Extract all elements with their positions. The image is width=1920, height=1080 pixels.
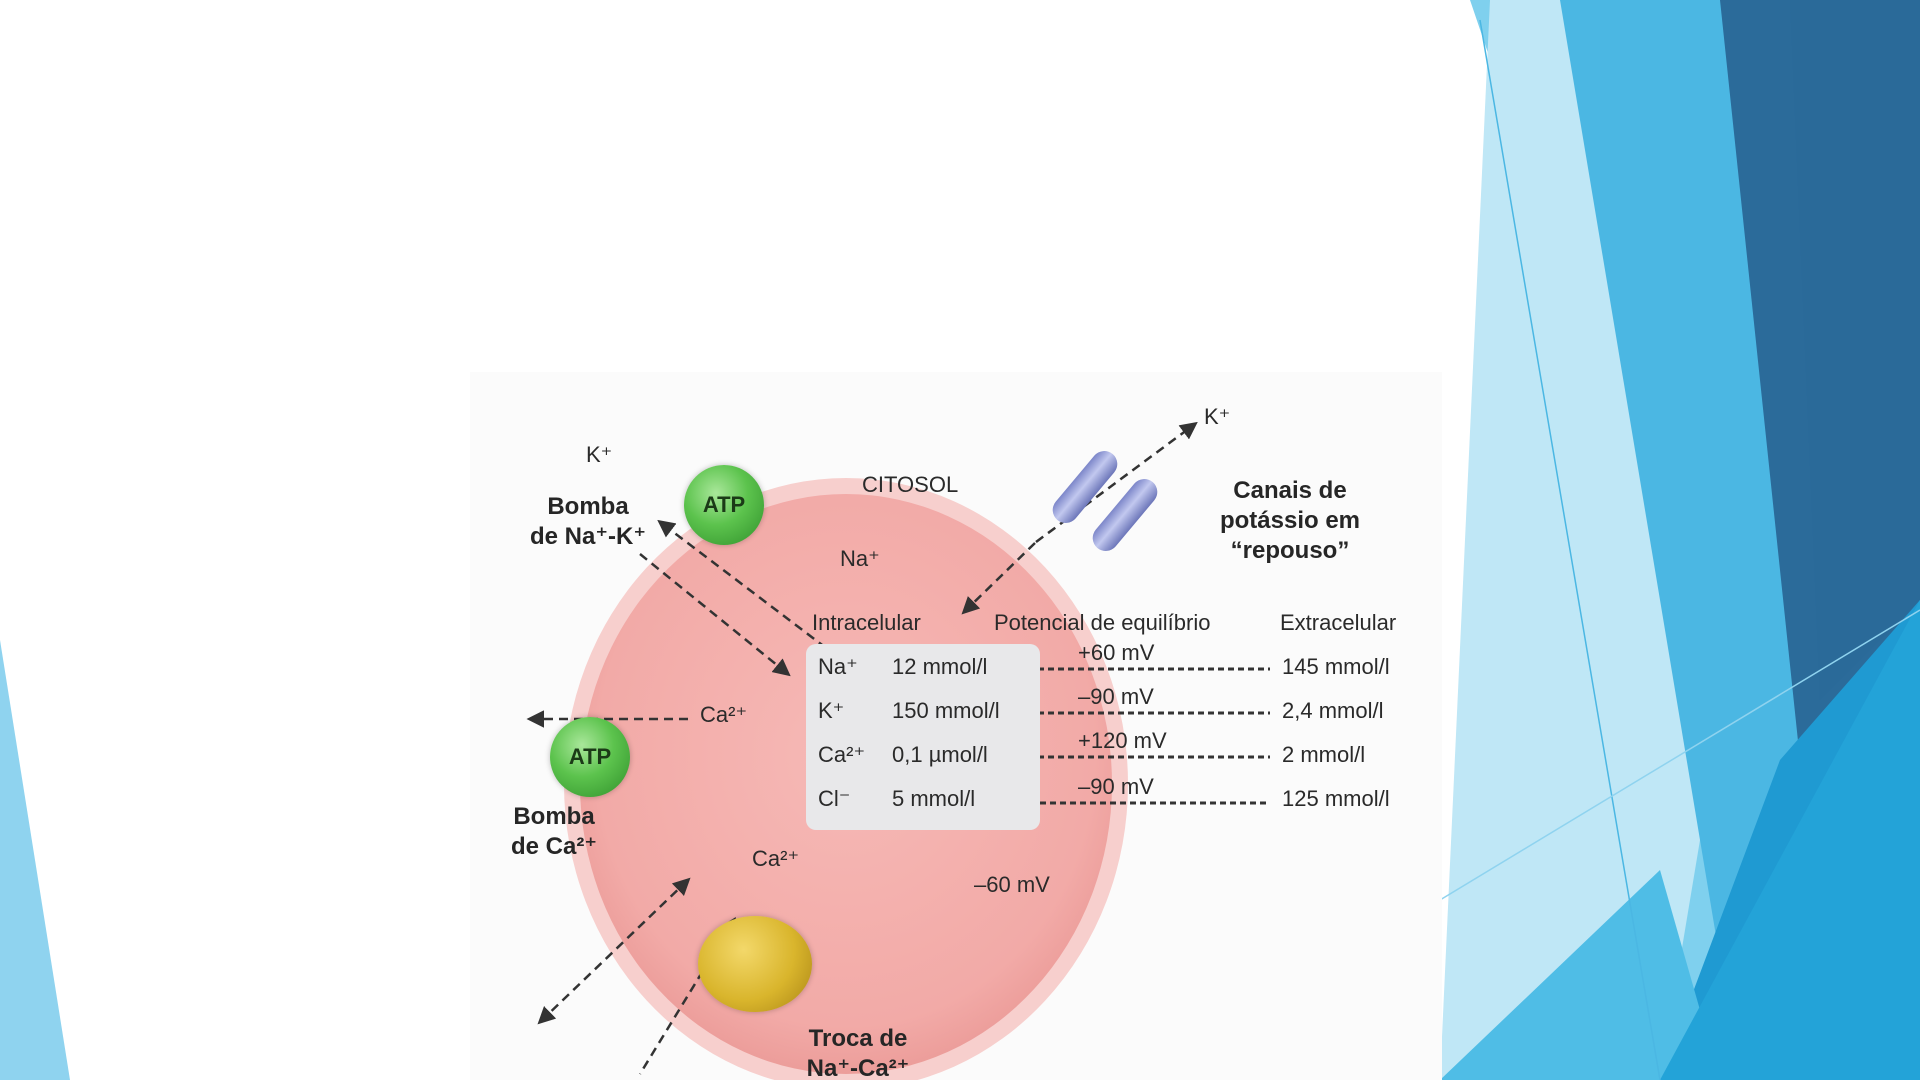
row-ca-extra: 2 mmol/l (1282, 742, 1366, 767)
k-channel-ion-label: K⁺ (1204, 404, 1231, 429)
accent-line-1 (1479, 19, 1661, 1080)
intracellular-ion-box (806, 644, 1040, 830)
k-channels-label: Canais de potássio em “repouso” (1190, 476, 1390, 566)
k-channels-label-line3: “repouso” (1230, 537, 1350, 564)
row-na-extra: 145 mmol/l (1282, 654, 1390, 679)
right-accent-navy (1790, 0, 1920, 700)
na-k-pump-label-line2: de Na⁺-K⁺ (529, 523, 646, 550)
na-ion-label: Na⁺ (840, 546, 880, 571)
k-channels-label-line2: potássio em (1219, 507, 1361, 534)
exchange-arrow-1 (537, 877, 691, 1025)
row-ca-ion: Ca²⁺ (818, 742, 866, 767)
row-cl-extra: 125 mmol/l (1282, 786, 1390, 811)
header-intracellular: Intracelular (812, 610, 921, 635)
left-accent-shape (0, 640, 70, 1080)
row-cl-intra: 5 mmol/l (892, 786, 976, 811)
atp-label: ATP (702, 492, 746, 517)
row-na-ion: Na⁺ (818, 654, 858, 679)
ca-pump-ion-label: Ca²⁺ (700, 702, 748, 727)
row-na-intra: 12 mmol/l (892, 654, 988, 679)
header-equilibrium-potential: Potencial de equilíbrio (994, 610, 1211, 635)
row-k-intra: 150 mmol/l (892, 698, 1000, 723)
accent-line-2 (1439, 609, 1920, 901)
header-extracellular: Extracelular (1280, 610, 1397, 635)
cytosol-label: CITOSOL (862, 472, 959, 497)
exchange-ca-ion-label: Ca²⁺ (752, 846, 800, 871)
na-ca-exchange-label-line1: Troca de (808, 1025, 908, 1052)
k-channels-label-line1: Canais de (1233, 477, 1347, 504)
ca-pump-label-line2: de Ca²⁺ (510, 833, 597, 860)
na-k-pump-label-line1: Bomba (547, 493, 629, 520)
k-influx-arrow (657, 519, 839, 658)
row-ca-potential: +120 mV (1078, 728, 1167, 753)
na-ca-exchange-label: Troca de Na⁺-Ca²⁺ (788, 1024, 928, 1080)
ca-pump-label: Bomba de Ca²⁺ (494, 802, 614, 862)
right-accent-bright (1660, 600, 1920, 1080)
na-ca-exchanger-icon (698, 916, 812, 1012)
row-k-ion: K⁺ (818, 698, 845, 723)
atp-label: ATP (568, 744, 612, 769)
membrane-potential-label: –60 mV (974, 872, 1050, 897)
na-ca-exchange-label-line2: Na⁺-Ca²⁺ (806, 1055, 910, 1080)
right-accent-lower (1440, 870, 1720, 1080)
na-k-pump-atp-icon: ATP (684, 465, 764, 545)
row-cl-potential: –90 mV (1078, 774, 1154, 799)
row-cl-ion: Cl⁻ (818, 786, 851, 811)
ca-pump-label-line1: Bomba (513, 803, 595, 830)
na-k-pump-label: Bomba de Na⁺-K⁺ (508, 492, 668, 552)
row-na-potential: +60 mV (1078, 640, 1155, 665)
ca-pump-atp-icon: ATP (550, 717, 630, 797)
row-k-potential: –90 mV (1078, 684, 1154, 709)
cell-ion-diagram: ATP K⁺ Na⁺ Bomba de Na⁺-K⁺ CITOSOL K⁺ Ca… (470, 372, 1442, 1080)
row-k-extra: 2,4 mmol/l (1282, 698, 1384, 723)
na-efflux-arrow (639, 553, 791, 677)
k-channel-arrow-in (961, 541, 1037, 615)
k-ion-label: K⁺ (586, 442, 613, 467)
row-ca-intra: 0,1 µmol/l (892, 742, 988, 767)
